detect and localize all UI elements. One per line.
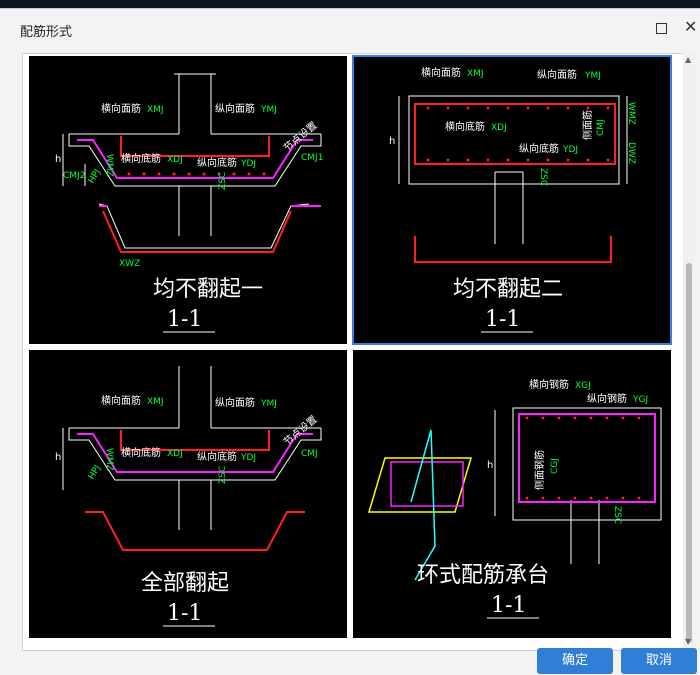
option-3-top-transverse-code: XMJ <box>147 397 164 407</box>
option-4-longitudinal-rebar: 纵向钢筋 <box>587 392 627 405</box>
option-2-top-longitudinal: 纵向面筋 <box>537 68 577 81</box>
option-4-zsc-code: ZSC <box>612 506 622 524</box>
option-4-section: 1-1 <box>491 593 526 618</box>
option-2-section: 1-1 <box>485 307 520 332</box>
option-3-section: 1-1 <box>167 601 202 626</box>
option-2-bottom-transverse-code: XDJ <box>491 123 507 133</box>
option-4-longitudinal-code: YGJ <box>632 395 648 405</box>
option-1-drawing: 横向面筋 XMJ 纵向面筋 YMJ 横向底筋 XDJ 纵向底筋 YDJ 节点设置… <box>55 73 323 333</box>
option-4-transverse-rebar: 横向钢筋 <box>529 378 569 391</box>
maximize-icon[interactable] <box>656 23 667 34</box>
options-panel: 横向面筋 XMJ 纵向面筋 YMJ 横向底筋 XDJ 纵向底筋 YDJ 节点设置… <box>22 53 684 651</box>
option-2-top-transverse-code: XMJ <box>467 69 484 79</box>
option-4-transverse-code: XGJ <box>575 381 591 391</box>
option-3-bottom-transverse-code: XDJ <box>167 449 183 459</box>
option-4-caption: 环式配筋承台 <box>417 563 549 588</box>
option-1-section: 1-1 <box>167 307 202 332</box>
option-4-h-label: h <box>487 460 493 471</box>
option-2-caption: 均不翻起二 <box>453 277 563 302</box>
option-1-side-note: 节点设置 <box>281 119 319 154</box>
option-1-bottom-transverse: 横向底筋 <box>121 152 161 165</box>
option-1-hpj-code: HPJ <box>87 168 103 186</box>
option-1-top-longitudinal: 纵向面筋 <box>215 102 255 115</box>
close-icon[interactable]: ✕ <box>684 17 698 36</box>
option-2-h-label: h <box>389 136 395 147</box>
option-3-bottom-transverse: 横向底筋 <box>121 446 161 459</box>
option-2-bottom-longitudinal: 纵向底筋 <box>519 142 559 155</box>
option-4-side-rebar: 侧面钢筋 <box>533 450 546 490</box>
option-1-caption: 均不翻起一 <box>153 277 263 302</box>
option-1-bottom-transverse-code: XDJ <box>167 155 183 165</box>
option-3-bottom-longitudinal: 纵向底筋 <box>197 450 237 463</box>
option-2-wmz-code: WMZ <box>626 102 636 125</box>
option-3-side-note: 节点设置 <box>281 413 319 448</box>
option-3-hpj-code: HPJ <box>87 464 103 482</box>
option-3-drawing: 横向面筋 XMJ 纵向面筋 YMJ 横向底筋 XDJ 纵向底筋 YDJ 节点设置… <box>55 366 322 627</box>
rebar-form-dialog: 配筋形式 ✕ <box>0 8 700 675</box>
option-card-2[interactable]: 横向面筋 XMJ 纵向面筋 YMJ 横向底筋 XDJ 纵向底筋 YDJ 侧面筋 … <box>352 55 672 345</box>
option-3-top-longitudinal-code: YMJ <box>260 399 277 409</box>
ok-button[interactable]: 确定 <box>537 648 613 674</box>
option-2-top-transverse: 横向面筋 <box>421 66 461 79</box>
option-4-drawing: 横向钢筋 XGJ 纵向钢筋 YGJ 侧面钢筋 CGJ h ZSC 环式配筋承台 … <box>367 378 662 619</box>
scroll-thumb[interactable] <box>686 263 692 643</box>
option-3-top-longitudinal: 纵向面筋 <box>215 396 255 409</box>
option-3-bottom-longitudinal-code: YDJ <box>240 453 256 463</box>
option-2-drawing: 横向面筋 XMJ 纵向面筋 YMJ 横向底筋 XDJ 纵向底筋 YDJ 侧面筋 … <box>389 66 636 333</box>
option-1-zsc-code: ZSC <box>218 172 228 190</box>
option-1-xwz-code: XWZ <box>119 259 140 269</box>
option-2-top-longitudinal-code: YMJ <box>584 71 601 81</box>
option-2-bottom-longitudinal-code: YDJ <box>562 145 578 155</box>
option-1-cmj2-code: CMJ2 <box>63 171 85 181</box>
option-3-h-label: h <box>55 452 61 463</box>
option-2-zsc-code: ZSC <box>538 168 548 186</box>
option-1-bottom-longitudinal: 纵向底筋 <box>197 156 237 169</box>
option-card-1[interactable]: 横向面筋 XMJ 纵向面筋 YMJ 横向底筋 XDJ 纵向底筋 YDJ 节点设置… <box>29 56 347 344</box>
dialog-title: 配筋形式 <box>20 25 73 40</box>
option-1-wmz-code: WMZ <box>104 154 114 177</box>
scroll-down-icon[interactable]: ▼ <box>685 637 692 646</box>
title-bar: 配筋形式 ✕ <box>0 9 700 43</box>
option-1-top-transverse-code: XMJ <box>147 105 164 115</box>
option-1-h-label: h <box>55 154 61 165</box>
background-window-strip <box>0 0 700 10</box>
option-2-dwz-code: DWZ <box>626 142 636 164</box>
option-1-cmj1-code: CMJ1 <box>301 153 323 163</box>
cancel-button[interactable]: 取消 <box>621 648 697 674</box>
option-2-side-rebar: 侧面筋 <box>581 110 594 140</box>
option-3-top-transverse: 横向面筋 <box>101 394 141 407</box>
option-3-cmj-code: CMJ <box>301 449 318 459</box>
option-3-zsc-code: ZSC <box>218 466 228 484</box>
option-1-top-transverse: 横向面筋 <box>101 102 141 115</box>
option-2-bottom-transverse: 横向底筋 <box>445 120 485 133</box>
vertical-scrollbar[interactable]: ▲ ▼ <box>683 53 695 649</box>
option-3-caption: 全部翻起 <box>141 571 229 596</box>
option-1-top-longitudinal-code: YMJ <box>260 105 277 115</box>
option-4-side-code: CGJ <box>550 458 560 474</box>
option-2-side-code: CMJ <box>596 119 606 136</box>
option-card-4[interactable]: 横向钢筋 XGJ 纵向钢筋 YGJ 侧面钢筋 CGJ h ZSC 环式配筋承台 … <box>353 350 671 638</box>
option-card-3[interactable]: 横向面筋 XMJ 纵向面筋 YMJ 横向底筋 XDJ 纵向底筋 YDJ 节点设置… <box>29 350 347 638</box>
option-3-wmz-code: WMZ <box>104 448 114 471</box>
scroll-up-icon[interactable]: ▲ <box>685 55 692 64</box>
option-1-bottom-longitudinal-code: YDJ <box>240 159 256 169</box>
